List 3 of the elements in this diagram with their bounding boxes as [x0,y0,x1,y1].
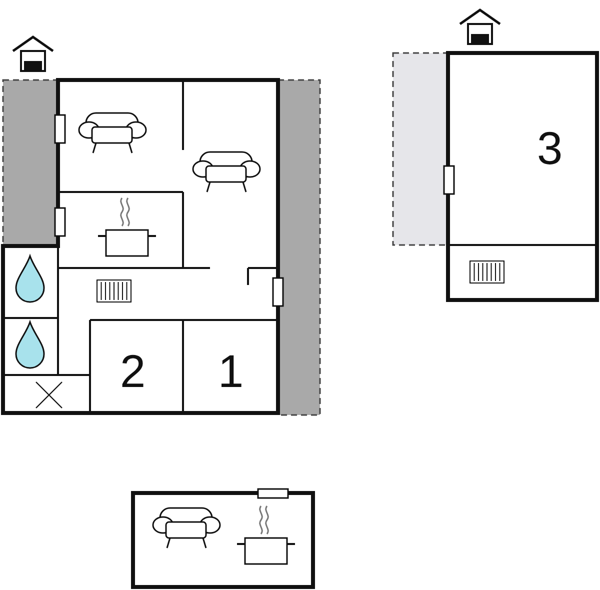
room-number: 2 [120,348,146,394]
room-number: 1 [218,348,244,394]
room-number: 3 [537,125,563,171]
